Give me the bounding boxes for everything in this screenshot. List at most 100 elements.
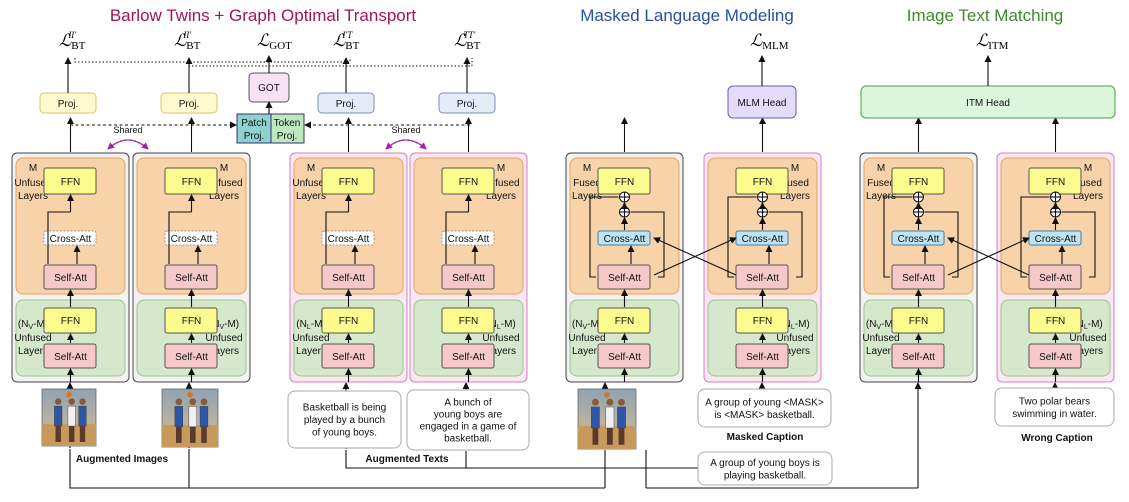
patch-proj-label: Proj. bbox=[244, 131, 265, 142]
layer-type-label: Unfused bbox=[568, 333, 605, 344]
self-att-label: Self-Att bbox=[1039, 352, 1072, 363]
layer-type-label: Layers bbox=[296, 346, 326, 357]
self-att-label: Self-Att bbox=[746, 273, 779, 284]
ffn-label: FFN bbox=[909, 177, 928, 188]
self-att-label: Self-Att bbox=[1039, 273, 1072, 284]
section-title-itm: Image Text Matching bbox=[907, 6, 1064, 25]
photo-player-body bbox=[591, 406, 600, 429]
photo-player-head bbox=[189, 398, 197, 406]
patch-proj-box bbox=[236, 113, 272, 144]
loss-mlm-symbol: ℒ bbox=[750, 31, 763, 50]
shared-weights-arrow bbox=[385, 139, 427, 150]
lower-count-sub: V bbox=[28, 324, 33, 331]
loss-bt-ii-2-symbol: ℒ bbox=[174, 31, 187, 50]
photo-ball bbox=[604, 392, 610, 398]
layer-type-label: Unfused bbox=[205, 178, 242, 189]
photo-player-legs bbox=[592, 428, 599, 445]
layer-type-label: Unfused bbox=[482, 333, 519, 344]
lower-count-tail: -M) bbox=[881, 319, 896, 330]
cross-att-label: Cross-Att bbox=[604, 234, 646, 245]
self-att-label: Self-Att bbox=[175, 273, 208, 284]
proj-image-1-label: Proj. bbox=[58, 99, 79, 110]
m-layers-label: M bbox=[583, 163, 591, 174]
photo-player-legs bbox=[190, 426, 196, 443]
loss-mlm: ℒMLM bbox=[750, 31, 789, 52]
photo-player-legs bbox=[201, 426, 207, 443]
bt-it-dotted-link bbox=[74, 58, 351, 63]
layer-type-label: Layers bbox=[866, 191, 896, 202]
ffn-label: FFN bbox=[615, 177, 634, 188]
lower-count-open: (N bbox=[18, 319, 29, 330]
masked-caption-box-line: is <MASK> basketball. bbox=[714, 410, 815, 421]
lower-count-open: (N bbox=[866, 319, 877, 330]
residual-path bbox=[589, 196, 619, 278]
cross-att-label: Cross-Att bbox=[1035, 234, 1077, 245]
lower-count-sub: V bbox=[219, 324, 224, 331]
lower-count-tail: -M) bbox=[224, 319, 239, 330]
ffn-label: FFN bbox=[339, 177, 358, 188]
augmented-text-2-line: basketball. bbox=[444, 434, 492, 445]
layer-type-label: Layers bbox=[209, 346, 239, 357]
loss-itm: ℒITM bbox=[976, 31, 1009, 52]
original-caption-box bbox=[697, 451, 833, 486]
layer-type-label: Layers bbox=[486, 191, 516, 202]
loss-bt-it-superscript: I′T bbox=[341, 30, 353, 40]
m-layers-label: M bbox=[877, 163, 885, 174]
loss-bt-ii-subscript: BT bbox=[71, 40, 85, 52]
layer-type-label: Layers bbox=[1073, 191, 1103, 202]
augmented-text-1-line: of young boys. bbox=[312, 428, 377, 439]
ffn-label: FFN bbox=[753, 316, 772, 327]
lower-count-label: (NL-M) bbox=[296, 319, 325, 331]
loss-itm-subscript: ITM bbox=[988, 40, 1008, 52]
ffn-label: FFN bbox=[61, 316, 80, 327]
cross-connection bbox=[947, 237, 1030, 276]
masked-caption-box-line: A group of young <MASK> bbox=[705, 397, 824, 408]
loss-bt-ii-2-superscript: II′ bbox=[182, 30, 192, 40]
loss-bt-tt-subscript: BT bbox=[466, 40, 480, 52]
got-label: GOT bbox=[258, 83, 280, 94]
cross-att-label: Cross-Att bbox=[898, 234, 940, 245]
lower-count-tail: -M) bbox=[33, 319, 48, 330]
loss-got-symbol: ℒ bbox=[257, 31, 270, 50]
self-att-label: Self-Att bbox=[54, 352, 87, 363]
photo-player-body bbox=[188, 406, 197, 427]
cross-att-disabled-block bbox=[441, 230, 495, 246]
self-att-label: Self-Att bbox=[746, 352, 779, 363]
lower-count-tail: -M) bbox=[587, 319, 602, 330]
augmented-text-2 bbox=[406, 389, 530, 451]
layer-type-label: Layers bbox=[866, 346, 896, 357]
shared-weights-arrow bbox=[385, 139, 427, 150]
loss-bt-tt-symbol: ℒ bbox=[454, 31, 467, 50]
residual-path bbox=[168, 211, 192, 264]
photo-player-head bbox=[175, 398, 183, 406]
photo-player-head bbox=[606, 398, 614, 406]
loss-bt-ii-2-subscript: BT bbox=[186, 40, 200, 52]
layer-type-label: Layers bbox=[572, 346, 602, 357]
ffn-label: FFN bbox=[339, 316, 358, 327]
lower-count-open: (N bbox=[296, 319, 307, 330]
cross-att-disabled-label: Cross-Att bbox=[448, 234, 490, 245]
augmented-image-2 bbox=[161, 388, 219, 448]
cross-att-disabled-block bbox=[321, 230, 375, 246]
cross-att-disabled-label: Cross-Att bbox=[171, 234, 213, 245]
photo-player-legs bbox=[618, 428, 625, 445]
layer-type-label: Unfused bbox=[1069, 333, 1106, 344]
ffn-label: FFN bbox=[182, 316, 201, 327]
proj-text-1-label: Proj. bbox=[336, 99, 357, 110]
self-att-label: Self-Att bbox=[452, 273, 485, 284]
patch-proj-label: Patch bbox=[241, 118, 267, 129]
self-att-label: Self-Att bbox=[452, 352, 485, 363]
lower-count-label: (NV-M) bbox=[18, 319, 48, 331]
self-att-label: Self-Att bbox=[332, 352, 365, 363]
loss-bt-tt-superscript: TT′ bbox=[463, 30, 476, 40]
cross-att-disabled-label: Cross-Att bbox=[50, 234, 92, 245]
layer-type-label: Layers bbox=[209, 191, 239, 202]
m-layers-label: M bbox=[220, 163, 228, 174]
loss-bt-ii-superscript: II′ bbox=[67, 30, 77, 40]
layer-type-label: Fused bbox=[1074, 178, 1102, 189]
proj-text-2-label: Proj. bbox=[457, 99, 478, 110]
augmented-text-2-line: A bunch of bbox=[444, 398, 491, 409]
m-layers-label: M bbox=[497, 163, 505, 174]
cross-att-disabled-block bbox=[43, 230, 97, 246]
lower-count-tail: -M) bbox=[1088, 319, 1103, 330]
